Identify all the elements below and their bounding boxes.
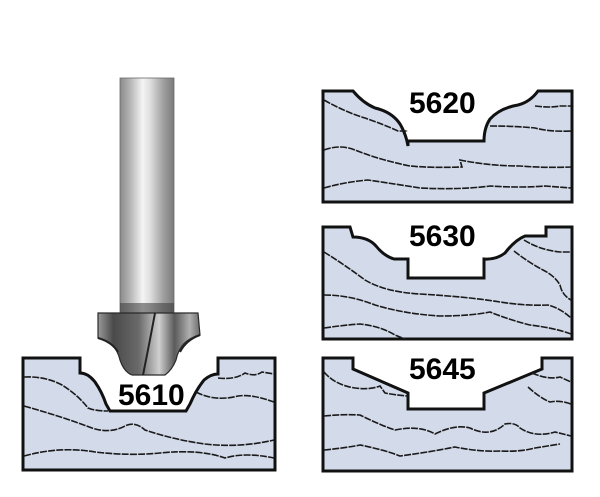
profile-label-5630: 5630	[409, 220, 476, 253]
profile-5630	[321, 225, 574, 341]
wood-grain-5620	[323, 99, 572, 190]
wood-block-5610	[21, 356, 277, 472]
wood-block-5630	[321, 225, 574, 341]
wood-grain-5645	[323, 371, 572, 457]
profile-label-5645: 5645	[409, 353, 476, 386]
wood-block-5645	[321, 356, 574, 473]
wood-block-5620	[321, 89, 574, 204]
profile-5620	[321, 89, 574, 204]
profile-label-5620: 5620	[409, 87, 476, 120]
router-bit-shank	[119, 77, 175, 315]
profile-5645	[321, 356, 574, 473]
wood-grain-5610	[23, 371, 275, 459]
profile-label-5610: 5610	[118, 379, 185, 412]
wood-grain-5630	[323, 239, 572, 340]
profile-5610	[21, 356, 277, 472]
router-bit	[97, 77, 201, 376]
